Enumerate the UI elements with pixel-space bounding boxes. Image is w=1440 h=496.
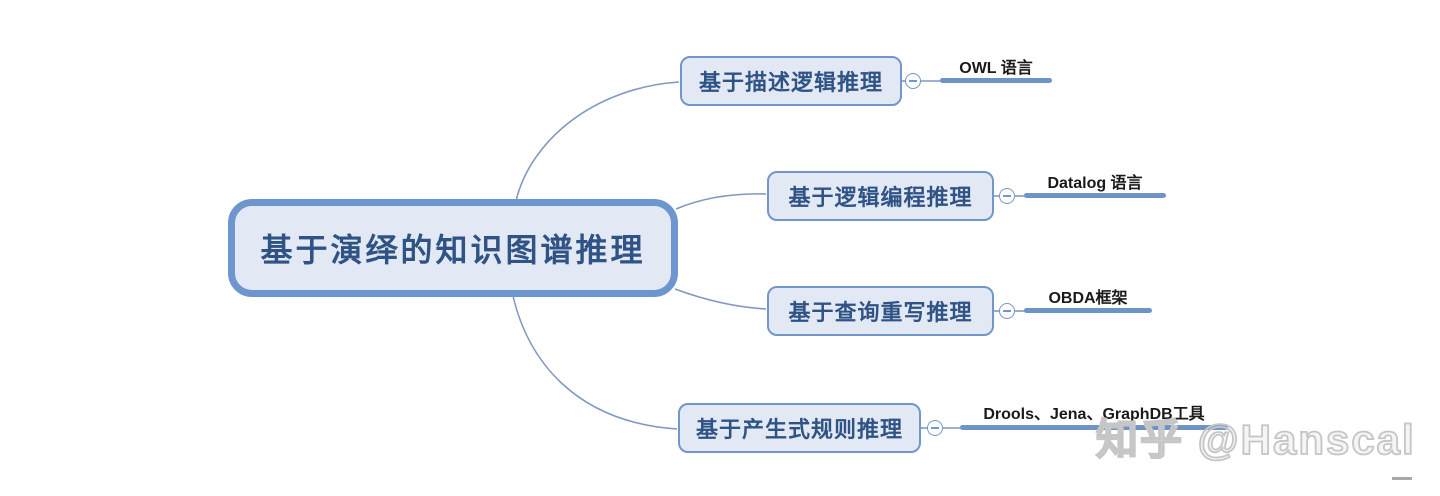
collapse-toggle[interactable]	[999, 188, 1015, 204]
link-root-branch-2	[674, 288, 767, 310]
minus-icon	[1003, 195, 1011, 197]
root-node-label: 基于演绎的知识图谱推理	[260, 232, 646, 268]
leaf-node-label[interactable]: OWL 语言	[959, 60, 1033, 77]
branch-node-production-rules[interactable]: 基于产生式规则推理	[678, 403, 921, 453]
branch-node-label: 基于描述逻辑推理	[698, 70, 883, 95]
leaf-node-label[interactable]: Datalog 语言	[1047, 175, 1143, 192]
branch-node-label: 基于查询重写推理	[788, 300, 973, 325]
link-root-branch-3	[512, 295, 678, 430]
leaf-branch-line	[940, 78, 1052, 83]
branch-node-logic-programming[interactable]: 基于逻辑编程推理	[767, 171, 994, 221]
branch-node-label: 基于产生式规则推理	[695, 417, 903, 442]
branch-node-description-logic[interactable]: 基于描述逻辑推理	[680, 56, 902, 106]
leaf-branch-line	[1024, 308, 1152, 313]
minus-icon	[909, 80, 917, 82]
branch-node-label: 基于逻辑编程推理	[788, 185, 973, 210]
root-node[interactable]: 基于演绎的知识图谱推理	[228, 199, 678, 297]
leaf-node-label[interactable]: Drools、Jena、GraphDB工具	[983, 406, 1205, 423]
watermark-text: 知乎 @Hanscal	[1095, 415, 1416, 464]
watermark-dash	[1392, 477, 1412, 480]
link-root-branch-1	[675, 193, 767, 210]
minus-icon	[1003, 310, 1011, 312]
collapse-toggle[interactable]	[905, 73, 921, 89]
collapse-toggle[interactable]	[927, 420, 943, 436]
collapse-toggle[interactable]	[999, 303, 1015, 319]
branch-node-query-rewriting[interactable]: 基于查询重写推理	[767, 286, 994, 336]
leaf-branch-line	[1024, 193, 1166, 198]
link-root-branch-0	[515, 81, 680, 202]
leaf-branch-line	[960, 425, 1228, 430]
leaf-node-label[interactable]: OBDA框架	[1048, 290, 1128, 307]
minus-icon	[931, 427, 939, 429]
